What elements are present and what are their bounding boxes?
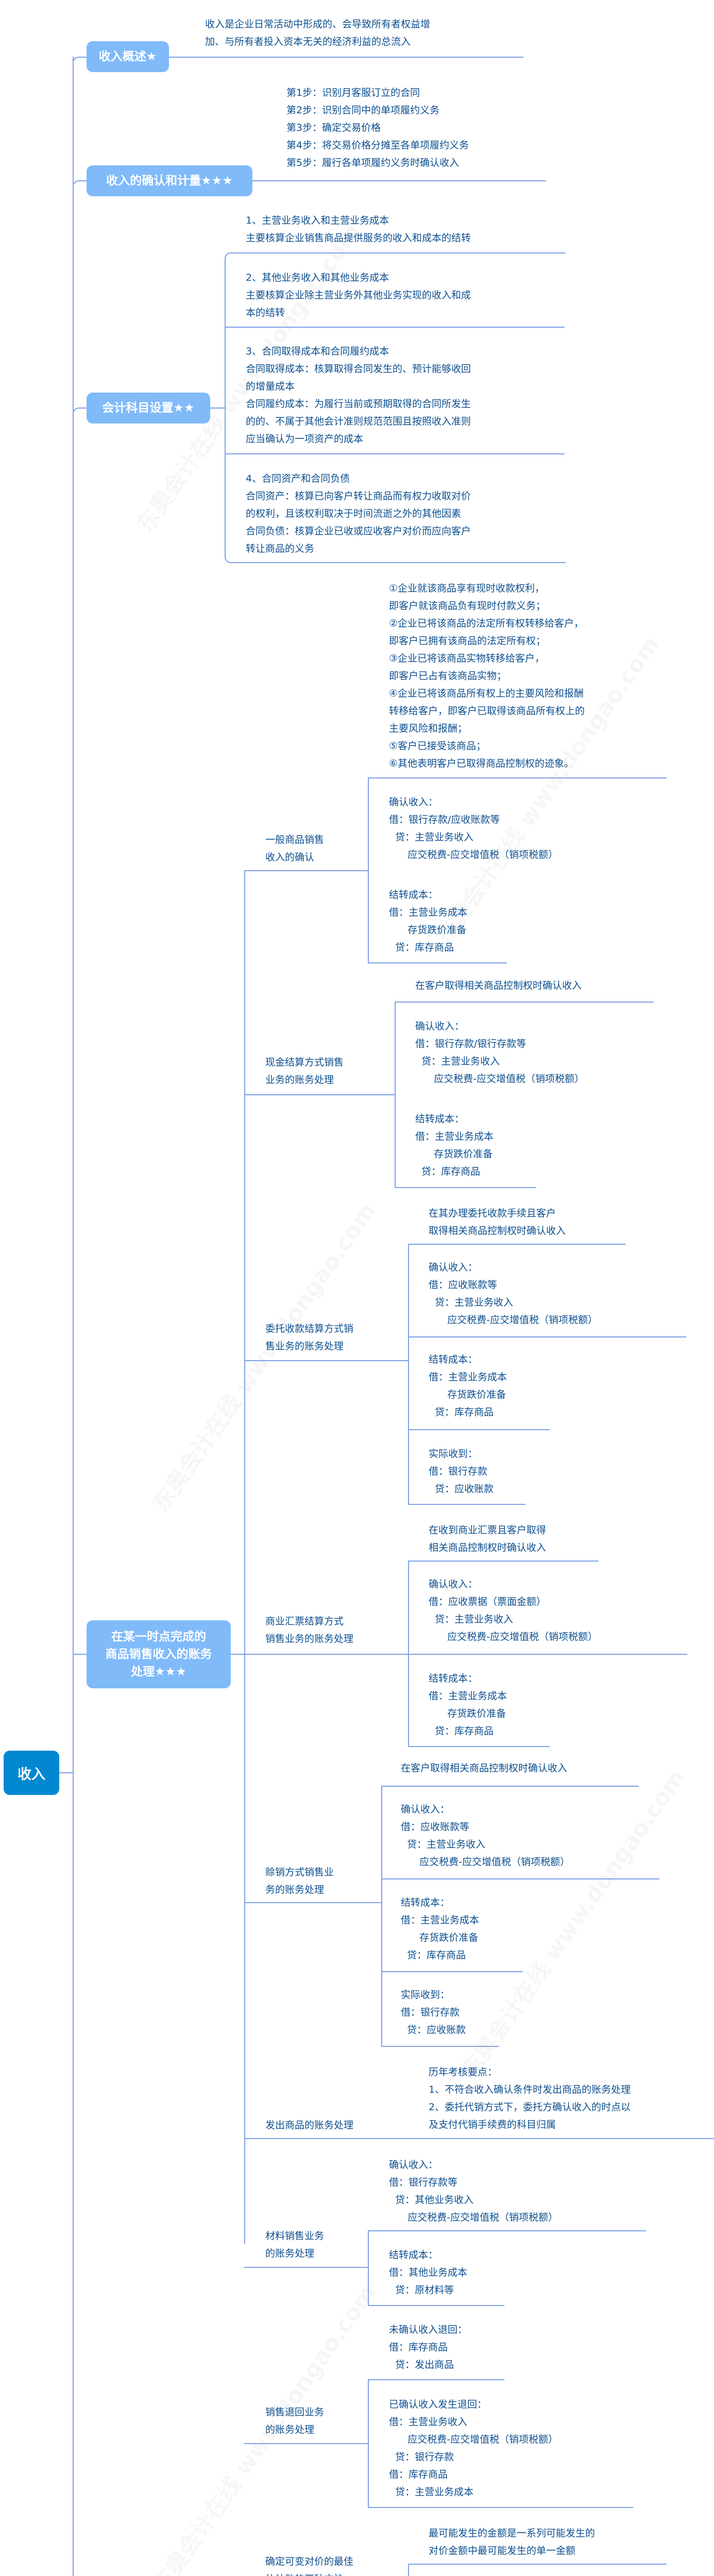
sub-best-estimate[interactable]: 确定可变对价的最佳 估计数的两种方法 <box>265 2556 354 2576</box>
sub-sales-return[interactable]: 销售退回业务 的账务处理 <box>265 2406 325 2435</box>
account-item: 4、合同资产和合同负债 合同资产：核算已向客户转让商品而有权力收取对价 的权利，… <box>246 473 471 554</box>
journal-entry: 已确认收入发生退回： 借：主营业务收入 应交税费-应交增值税（销项税额） 贷：银… <box>389 2399 558 2498</box>
journal-entry: 结转成本： 借：主营业务成本 存货跌价准备 贷：库存商品 <box>401 1897 480 1961</box>
journal-entry: 确认收入： 借：银行存款等 贷：其他业务收入 应交税费-应交增值税（销项税额） <box>389 2159 558 2223</box>
journal-entry: 结转成本： 借：其他业务成本 贷：原材料等 <box>389 2249 468 2296</box>
branch-point-in-time[interactable]: 在某一时点完成的 商品销售收入的账务 处理★★★ <box>87 1620 231 1688</box>
root-label: 收入 <box>18 1766 45 1783</box>
recognition-timing: 在客户取得相关商品控制权时确认收入 <box>415 980 582 991</box>
account-item: 2、其他业务收入和其他业务成本 主要核算企业除主营业务外其他业务实现的收入和成 … <box>246 272 471 318</box>
journal-entry: 确认收入： 借：应收账款等 贷：主营业务收入 应交税费-应交增值税（销项税额） <box>429 1262 598 1326</box>
overview-definition: 收入是企业日常活动中形成的、会导致所有者权益增 加、与所有者投入资本无关的经济利… <box>205 19 431 47</box>
main-spine <box>73 57 74 2576</box>
sub-credit-sales[interactable]: 赊销方式销售业 务的账务处理 <box>265 1867 334 1895</box>
sub-goods-shipped[interactable]: 发出商品的账务处理 <box>265 2120 354 2131</box>
account-item: 1、主营业务收入和主营业务成本 主要核算企业销售商品提供服务的收入和成本的结转 <box>246 215 471 244</box>
journal-entry: 确认收入： 借：应收账款等 贷：主营业务收入 应交税费-应交增值税（销项税额） <box>401 1804 570 1868</box>
branch-recognition[interactable]: 收入的确认和计量★★★ <box>87 165 252 196</box>
journal-entry: 实际收到： 借：银行存款 贷：应收账款 <box>429 1448 494 1495</box>
watermark: 东奥会计在线 www.dongao.com <box>143 2277 382 2576</box>
branch-overview[interactable]: 收入概述★ <box>87 41 169 72</box>
root-node[interactable]: 收入 <box>4 1751 59 1795</box>
journal-entry: 结转成本： 借：主营业务成本 存货跌价准备 贷：库存商品 <box>415 1113 494 1177</box>
journal-entry: 确认收入： 借：银行存款/银行存款等 贷：主营业务收入 应交税费-应交增值税（销… <box>415 1021 585 1084</box>
recognition-timing: 在收到商业汇票且客户取得 相关商品控制权时确认收入 <box>429 1524 547 1553</box>
sub-material-sales[interactable]: 材料销售业务 的账务处理 <box>265 2230 325 2259</box>
journal-entry: 结转成本： 借：主营业务成本 存货跌价准备 贷：库存商品 <box>389 889 468 953</box>
control-transfer-signs: ①企业就该商品享有现时收款权利， 即客户就该商品负有现时付款义务； ②企业已将该… <box>389 583 585 769</box>
sub-commercial-bill[interactable]: 商业汇票结算方式 销售业务的账务处理 <box>265 1616 354 1645</box>
recognition-timing: 在客户取得相关商品控制权时确认收入 <box>401 1762 568 1774</box>
sub-entrusted-collection[interactable]: 委托收款结算方式销 售业务的账务处理 <box>265 1323 354 1352</box>
exam-points: 历年考核要点： 1、不符合收入确认条件时发出商品的账务处理 2、委托代销方式下，… <box>429 2066 631 2130</box>
branch-accounts[interactable]: 会计科目设置★★ <box>87 393 210 423</box>
account-item: 3、合同取得成本和合同履约成本 合同取得成本：核算取得合同发生的、预计能够收回 … <box>246 346 471 445</box>
journal-entry: 结转成本： 借：主营业务成本 存货跌价准备 贷：库存商品 <box>429 1673 507 1737</box>
method-most-likely: 最可能发生的金额是一系列可能发生的 对价金额中最可能发生的单一金额 <box>429 2528 596 2556</box>
journal-entry: 实际收到： 借：银行存款 贷：应收账款 <box>401 1989 466 2036</box>
sub-general-sales[interactable]: 一般商品销售 收入的确认 <box>265 834 325 863</box>
journal-entry: 结转成本： 借：主营业务成本 存货跌价准备 贷：库存商品 <box>429 1354 507 1418</box>
root-connector <box>59 1772 73 1773</box>
five-steps: 第1步：识别月客服订立的合同 第2步：识别合同中的单项履约义务 第3步：确定交易… <box>286 87 469 168</box>
journal-entry: 确认收入： 借：应收票据（票面金额） 贷：主营业务收入 应交税费-应交增值税（销… <box>429 1579 598 1642</box>
recognition-timing: 在其办理委托收款手续且客户 取得相关商品控制权时确认收入 <box>429 1208 566 1236</box>
journal-entry: 未确认收入退回： 借：库存商品 贷：发出商品 <box>389 2324 468 2370</box>
watermark: 东奥会计在线 www.dongao.com <box>143 1195 382 1517</box>
journal-entry: 确认收入： 借：银行存款/应收账款等 贷：主营业务收入 应交税费-应交增值税（销… <box>389 796 558 860</box>
sub-cash-settlement[interactable]: 现金结算方式销售 业务的账务处理 <box>265 1057 344 1086</box>
